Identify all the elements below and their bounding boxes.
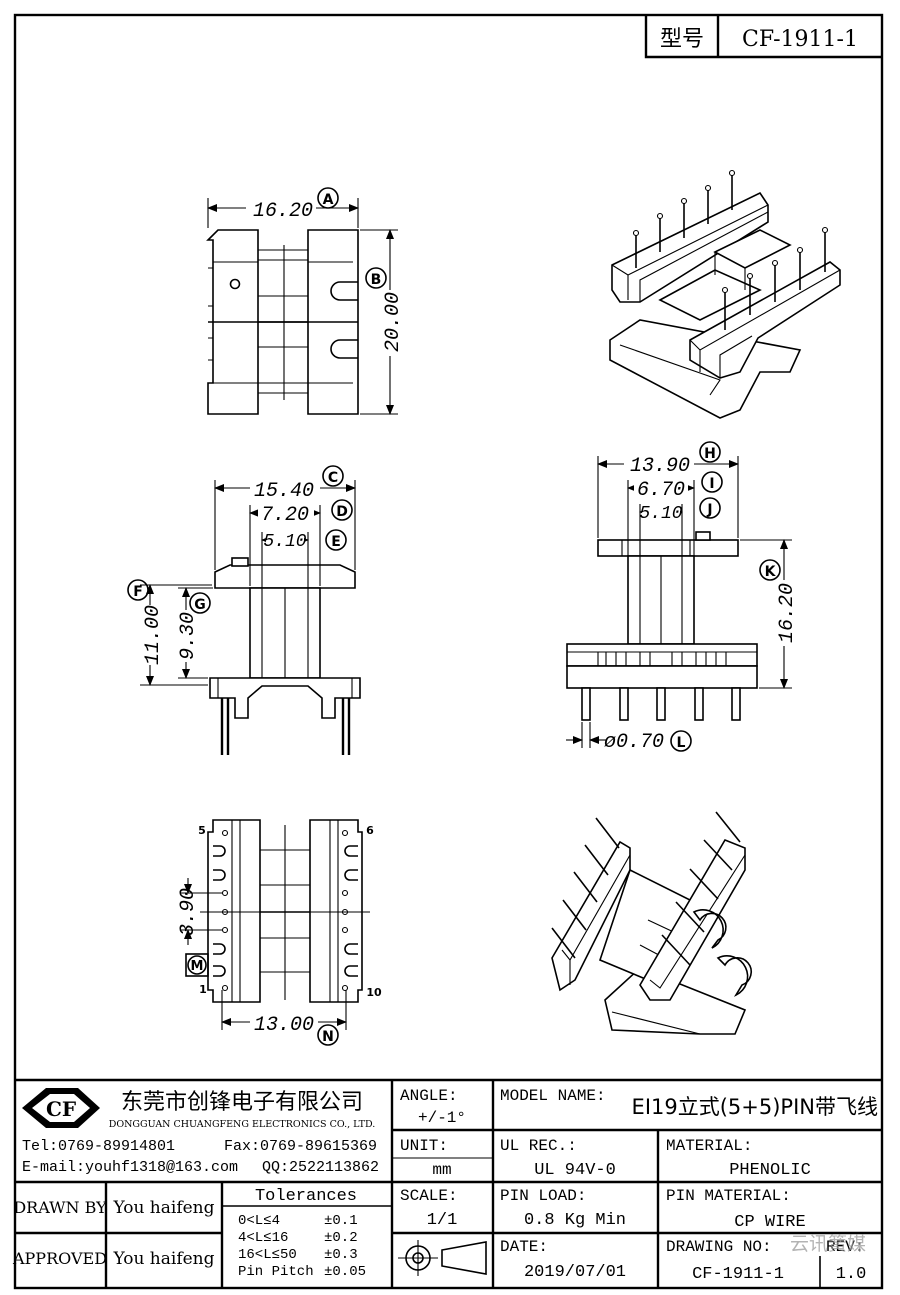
dim-pin-diameter: ø0.70 (604, 731, 664, 754)
tag-j: J (706, 502, 712, 518)
tag-d: D (336, 504, 348, 520)
scale-value: 1/1 (427, 1211, 458, 1230)
tolerance-range: Pin Pitch (238, 1264, 314, 1280)
watermark: 云讯簧媒 (790, 1233, 866, 1255)
company-qq: QQ:2522113862 (262, 1159, 379, 1176)
pin-label-5: 5 (198, 824, 206, 837)
dim-front-mid: 7.20 (261, 504, 309, 527)
tolerance-range: 4<L≤16 (238, 1230, 288, 1246)
tag-l: L (677, 735, 686, 751)
dim-side-mid: 6.70 (637, 479, 685, 502)
unit-value: mm (432, 1161, 451, 1179)
company-logo: CF (22, 1088, 100, 1128)
ul-label: UL REC.: (500, 1137, 577, 1155)
dim-side-outer: 13.90 (630, 455, 690, 478)
unit-label: UNIT: (400, 1137, 448, 1155)
header-model-label: 型号 (660, 27, 704, 52)
tag-a: A (323, 192, 334, 208)
tag-b: B (371, 272, 382, 288)
iso-view-lower (551, 811, 752, 1035)
tolerance-table: 0<L≤4 ±0.1 4<L≤16 ±0.2 16<L≤50 ±0.3 Pin … (238, 1213, 366, 1280)
drawing-no-label: DRAWING NO: (666, 1238, 772, 1256)
dim-top-height: 20.00 (382, 292, 405, 352)
pin-label-10: 10 (366, 986, 382, 999)
pin-load-value: 0.8 Kg Min (524, 1211, 626, 1230)
company-name-en: DONGGUAN CHUANGFENG ELECTRONICS CO., LTD… (109, 1119, 376, 1130)
tolerances-title: Tolerances (255, 1187, 357, 1206)
pin-material-value: CP WIRE (734, 1213, 805, 1232)
title-block: CF 东莞市创锋电子有限公司 DONGGUAN CHUANGFENG ELECT… (12, 1078, 882, 1288)
drawn-by-value: You haifeng (112, 1198, 214, 1218)
tag-i: I (709, 476, 714, 492)
angle-value: +/-1° (418, 1109, 466, 1127)
pin-label-1: 1 (199, 983, 207, 996)
dim-bottom-width: 13.00 (254, 1014, 314, 1037)
company-email: E-mail:youhf1318@163.com (22, 1159, 238, 1176)
dim-front-outer: 15.40 (254, 480, 314, 503)
rev-label: REV: (826, 1238, 864, 1256)
drawn-by-label: DRAWN BY (13, 1198, 107, 1217)
dim-front-flange-height: 9.30 (177, 612, 200, 660)
tag-k: K (765, 564, 777, 580)
tag-c: C (328, 470, 338, 486)
projection-symbol (398, 1240, 487, 1276)
tolerance-value: ±0.3 (324, 1247, 358, 1263)
date-value: 2019/07/01 (524, 1263, 626, 1282)
tag-f: F (133, 584, 143, 600)
ul-value: UL 94V-0 (534, 1161, 616, 1180)
tag-m: M (191, 959, 204, 974)
header-model-box: 型号 CF-1911-1 (644, 15, 882, 59)
tolerance-range: 16<L≤50 (238, 1247, 297, 1263)
model-name-value: EI19立式(5+5)PIN带飞线 (632, 1095, 878, 1119)
approved-label: APPROVED (12, 1249, 107, 1268)
tag-g: G (194, 597, 206, 613)
drawing-no-value: CF-1911-1 (692, 1265, 784, 1284)
iso-view-upper (609, 169, 841, 419)
tolerance-value: ±0.1 (324, 1213, 358, 1229)
dim-top-width: 16.20 (253, 200, 313, 223)
logo-text: CF (46, 1097, 76, 1121)
bottom-view: 5 6 1 10 3.90 M 13.00 N (177, 819, 382, 1046)
dim-front-inner: 5.10 (263, 532, 306, 552)
company-fax: Fax:0769-89615369 (224, 1138, 377, 1155)
material-label: MATERIAL: (666, 1137, 752, 1155)
dim-side-inner: 5.10 (639, 504, 682, 524)
header-model-value: CF-1911-1 (742, 27, 858, 52)
dim-side-height: 16.20 (776, 583, 799, 643)
rev-value: 1.0 (836, 1265, 867, 1284)
tolerance-range: 0<L≤4 (238, 1213, 280, 1229)
scale-label: SCALE: (400, 1187, 458, 1205)
tolerance-value: ±0.2 (324, 1230, 358, 1246)
date-label: DATE: (500, 1238, 548, 1256)
company-tel: Tel:0769-89914801 (22, 1138, 175, 1155)
pin-label-6: 6 (366, 824, 374, 837)
front-view: 15.40 C 7.20 D 5.10 E 11.00 F 9.30 G (127, 465, 361, 755)
side-view: 13.90 H 6.70 I 5.10 J 16.20 K ø0.70 L (566, 441, 799, 754)
sheet-border (13, 13, 884, 1290)
approved-value: You haifeng (112, 1249, 214, 1269)
model-name-label: MODEL NAME: (500, 1087, 606, 1105)
tolerance-value: ±0.05 (324, 1264, 366, 1280)
tag-n: N (322, 1029, 334, 1045)
top-view: 16.20 A 20.00 B (206, 187, 405, 415)
company-name-cn: 东莞市创锋电子有限公司 (121, 1090, 363, 1115)
material-value: PHENOLIC (729, 1161, 811, 1180)
pin-load-label: PIN LOAD: (500, 1187, 586, 1205)
angle-label: ANGLE: (400, 1087, 458, 1105)
pin-material-label: PIN MATERIAL: (666, 1187, 791, 1205)
dim-pin-pitch: 3.90 (177, 888, 200, 936)
tag-e: E (331, 534, 341, 550)
dim-front-total-height: 11.00 (142, 605, 165, 665)
tag-h: H (704, 446, 716, 462)
